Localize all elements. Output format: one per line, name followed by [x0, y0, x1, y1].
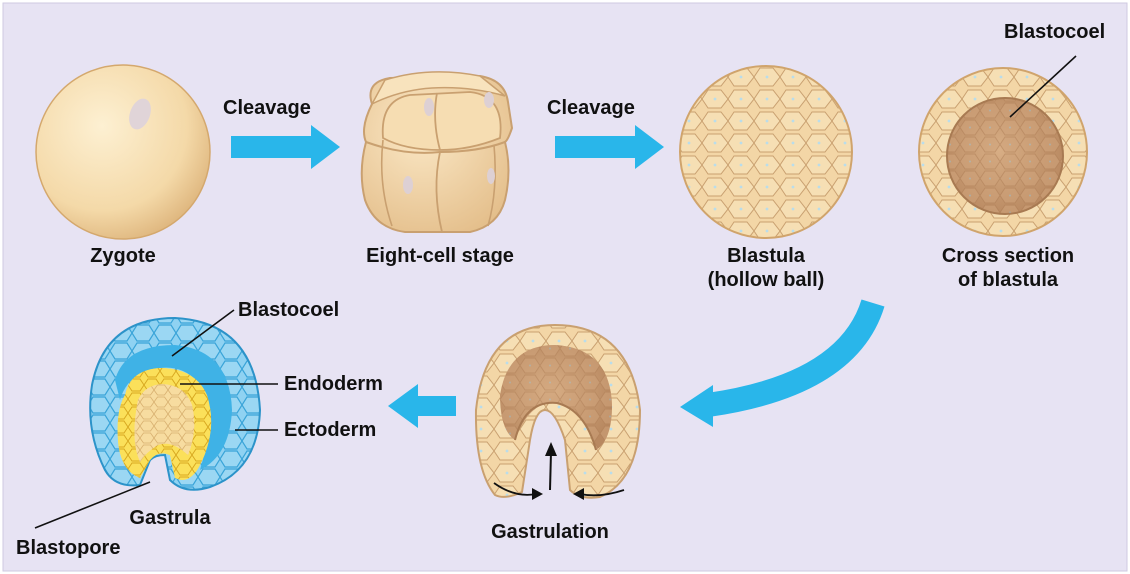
- blastula-cross-section-icon: [919, 68, 1087, 236]
- blastocoel-top-label: Blastocoel: [1004, 20, 1105, 44]
- zygote-icon: [36, 65, 210, 239]
- blastula-icon: [680, 66, 852, 238]
- ectoderm-label: Ectoderm: [284, 418, 376, 442]
- blastocoel-gastrula-label: Blastocoel: [238, 298, 339, 322]
- gastrula-label: Gastrula: [110, 506, 230, 530]
- blastopore-label: Blastopore: [16, 536, 120, 560]
- cleavage-label-1: Cleavage: [223, 96, 311, 120]
- endoderm-label: Endoderm: [284, 372, 383, 396]
- cleavage-label-2: Cleavage: [547, 96, 635, 120]
- eight-cell-label: Eight-cell stage: [340, 244, 540, 268]
- gastrulation-label: Gastrulation: [470, 520, 630, 544]
- gastrula-icon: [90, 318, 260, 490]
- cross-section-label-line1: Cross section: [918, 244, 1098, 268]
- cross-section-label-line2: of blastula: [918, 268, 1098, 292]
- blastula-label-line2: (hollow ball): [676, 268, 856, 292]
- eight-cell-icon: [362, 72, 512, 232]
- blastula-label-line1: Blastula: [676, 244, 856, 268]
- zygote-label: Zygote: [58, 244, 188, 268]
